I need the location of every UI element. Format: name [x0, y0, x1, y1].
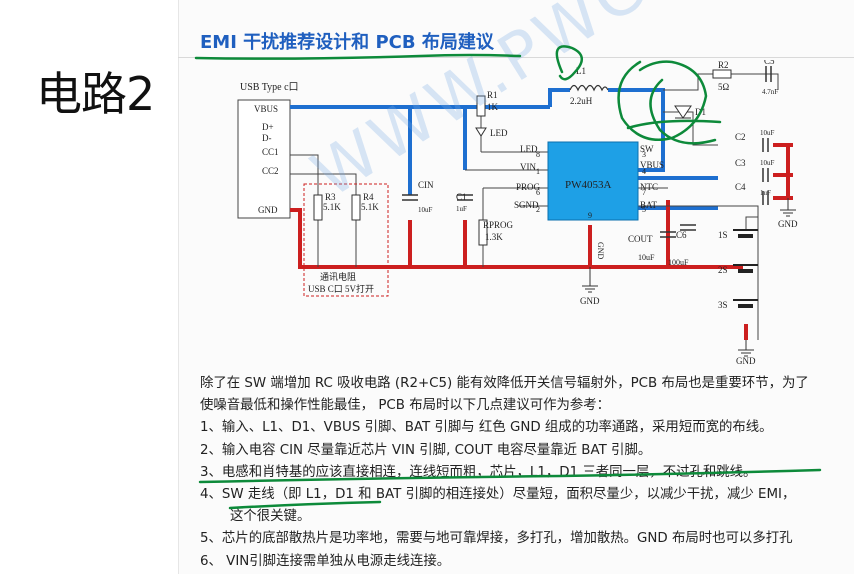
chip-pin2-num: 2	[536, 205, 540, 214]
c6-ref: C6	[676, 230, 687, 240]
power-trace	[290, 88, 718, 210]
output-capacitors	[762, 138, 769, 205]
cout-ref: COUT	[628, 234, 653, 244]
ground-trace	[290, 143, 793, 340]
chip-pin4-name: VBUS	[640, 160, 664, 170]
cout-value: 10uF	[638, 253, 655, 262]
r3-ref: R3	[325, 192, 336, 202]
recommendation-text: 除了在 SW 端增加 RC 吸收电路 (R2+C5) 能有效降低开关信号辐射外，…	[200, 373, 850, 573]
battery-cell-3s: 3S	[718, 300, 728, 310]
battery-stack	[733, 229, 758, 308]
c3-value: 10uF	[760, 159, 775, 167]
paragraph-intro-2: 使噪音最低和操作性能最佳， PCB 布局时以下几点建议可作为参考：	[200, 398, 611, 414]
chip-pin4-num: 4	[642, 167, 646, 176]
c3-ref: C3	[735, 158, 746, 168]
d1-ref: D1	[695, 107, 706, 117]
c2-value: 10uF	[760, 129, 775, 137]
slide-title: 电路2	[36, 67, 155, 121]
gnd-label-battery: GND	[736, 356, 756, 365]
usb-pin-cc1: CC1	[262, 147, 279, 157]
rprog-ref: RPROG	[483, 220, 514, 230]
chip-pin1-name: VIN	[520, 162, 536, 172]
ground-symbols	[582, 198, 796, 357]
cc-note-line2: USB C口 5V打开	[308, 283, 374, 294]
r2-ref: R2	[718, 60, 729, 70]
usb-connector-body	[237, 99, 291, 219]
l1-value: 2.2uH	[570, 96, 593, 106]
chip-pin3-name: SW	[640, 144, 654, 154]
resistor-rprog	[478, 219, 488, 246]
rprog-value: 1.3K	[485, 232, 503, 242]
r3-value: 5.1K	[323, 202, 341, 212]
chip-pw4053a	[547, 141, 639, 221]
usb-pin-dminus: D-	[262, 133, 272, 143]
usb-connector-title: USB Type c口	[240, 82, 299, 93]
chip-pin2-name: SGND	[514, 200, 539, 210]
c1-value: 1uF	[456, 205, 467, 213]
tip-3: 3、电感和肖特基的应该直接相连，连线短而粗，芯片，L1，D1 三者同一层，不过孔…	[200, 464, 757, 480]
paragraph-intro-1: 除了在 SW 端增加 RC 吸收电路 (R2+C5) 能有效降低开关信号辐射外，…	[200, 376, 809, 391]
chip-name: PW4053A	[565, 179, 612, 191]
chip-pin3-num: 3	[642, 150, 646, 159]
c1-ref: C1	[456, 192, 467, 202]
document-heading: EMI 干扰推荐设计和 PCB 布局建议	[200, 32, 494, 53]
gnd-label-chip: GND	[580, 296, 600, 306]
tip-1: 1、输入、L1、D1、VBUS 引脚、BAT 引脚与 红色 GND 组成的功率通…	[200, 420, 773, 436]
input-capacitors	[402, 194, 473, 201]
r4-ref: R4	[363, 192, 374, 202]
c5-value: 4.7nF	[762, 88, 778, 96]
usb-pin-vbus: VBUS	[254, 104, 278, 114]
led-ref: LED	[490, 128, 508, 138]
chip-pin8-name: LED	[520, 144, 538, 154]
c4-value: 1uF	[760, 189, 771, 197]
c5-ref: C5	[764, 60, 775, 66]
r4-value: 5.1K	[361, 202, 379, 212]
resistor-r1	[476, 95, 486, 117]
battery-cell-1s: 1S	[718, 230, 728, 240]
c2-ref: C2	[735, 132, 746, 142]
tip-2: 2、输入电容 CIN 尽量靠近芯片 VIN 引脚, COUT 电容尽量靠近 BA…	[200, 442, 652, 458]
tip-6: 6、 VIN引脚连接需单独从电源走线连接。	[200, 553, 451, 569]
chip-gnd-label: GND	[596, 242, 605, 260]
led-diode	[475, 127, 487, 137]
resistor-r4	[351, 194, 361, 221]
cc-resistor-box	[303, 183, 389, 297]
battery-capacitors	[660, 224, 696, 238]
resistor-r3	[313, 194, 323, 221]
usb-pin-gnd: GND	[258, 205, 278, 215]
usb-pin-dplus: D+	[262, 122, 274, 132]
gnd-label-output: GND	[778, 219, 798, 229]
r1-ref: R1	[487, 90, 498, 100]
chip-pin8-num: 8	[536, 150, 540, 159]
tip-4-continued: 这个很关键。	[230, 509, 311, 525]
r2-value: 5Ω	[718, 82, 730, 92]
battery-cell-2s: 2S	[718, 265, 728, 275]
chip-pin5-name: BAT	[640, 200, 658, 210]
chip-pin7-name: NTC	[640, 182, 658, 192]
chip-pin9-num: 9	[588, 211, 592, 220]
cin-ref: CIN	[418, 180, 434, 190]
tip-4: 4、SW 走线（即 L1，D1 和 BAT 引脚的相连接处）尽量短，面积尽量少，…	[200, 487, 796, 503]
l1-ref: L1	[576, 66, 586, 76]
chip-pin6-name: PROG	[516, 182, 541, 192]
heading-divider	[178, 57, 854, 58]
chip-pin5-num: 5	[642, 205, 646, 214]
c4-ref: C4	[735, 182, 746, 192]
circuit-schematic: USB Type c口 VBUS D+ D- CC1 CC2 GND	[237, 60, 798, 365]
chip-pin6-num: 6	[536, 188, 540, 197]
chip-pin1-num: 1	[536, 167, 540, 176]
usb-pin-cc2: CC2	[262, 166, 279, 176]
tip-5: 5、芯片的底部散热片是功率地，需要与地可靠焊接，多打孔，增加散热。GND 布局时…	[200, 531, 793, 547]
r1-value: 1K	[487, 102, 499, 112]
chip-pin7-num: 7	[642, 188, 646, 197]
resistor-r2	[712, 69, 732, 79]
c6-value: 100uF	[668, 258, 689, 267]
inductor-l1	[569, 84, 609, 92]
cin-value: 10uF	[418, 206, 433, 214]
cc-note-line1: 通讯电阻	[320, 271, 356, 282]
